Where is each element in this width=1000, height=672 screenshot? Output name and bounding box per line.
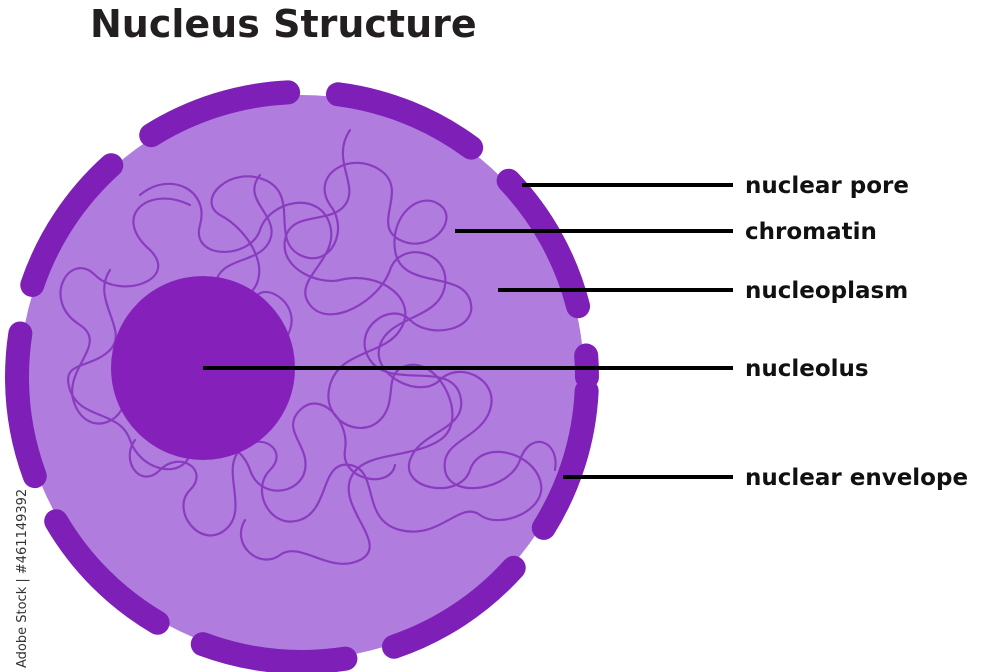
nucleoplasm-region [20,95,584,659]
nuclear-envelope-ring [5,80,599,672]
label-nucleolus: nucleolus [745,356,869,382]
label-nuclear-envelope: nuclear envelope [745,465,968,491]
stock-watermark: Adobe Stock | #461149392 [15,489,30,668]
page-title: Nucleus Structure [90,2,477,46]
label-nucleoplasm: nucleoplasm [745,278,908,304]
label-chromatin: chromatin [745,219,877,245]
label-nuclear-pore: nuclear pore [745,173,909,199]
